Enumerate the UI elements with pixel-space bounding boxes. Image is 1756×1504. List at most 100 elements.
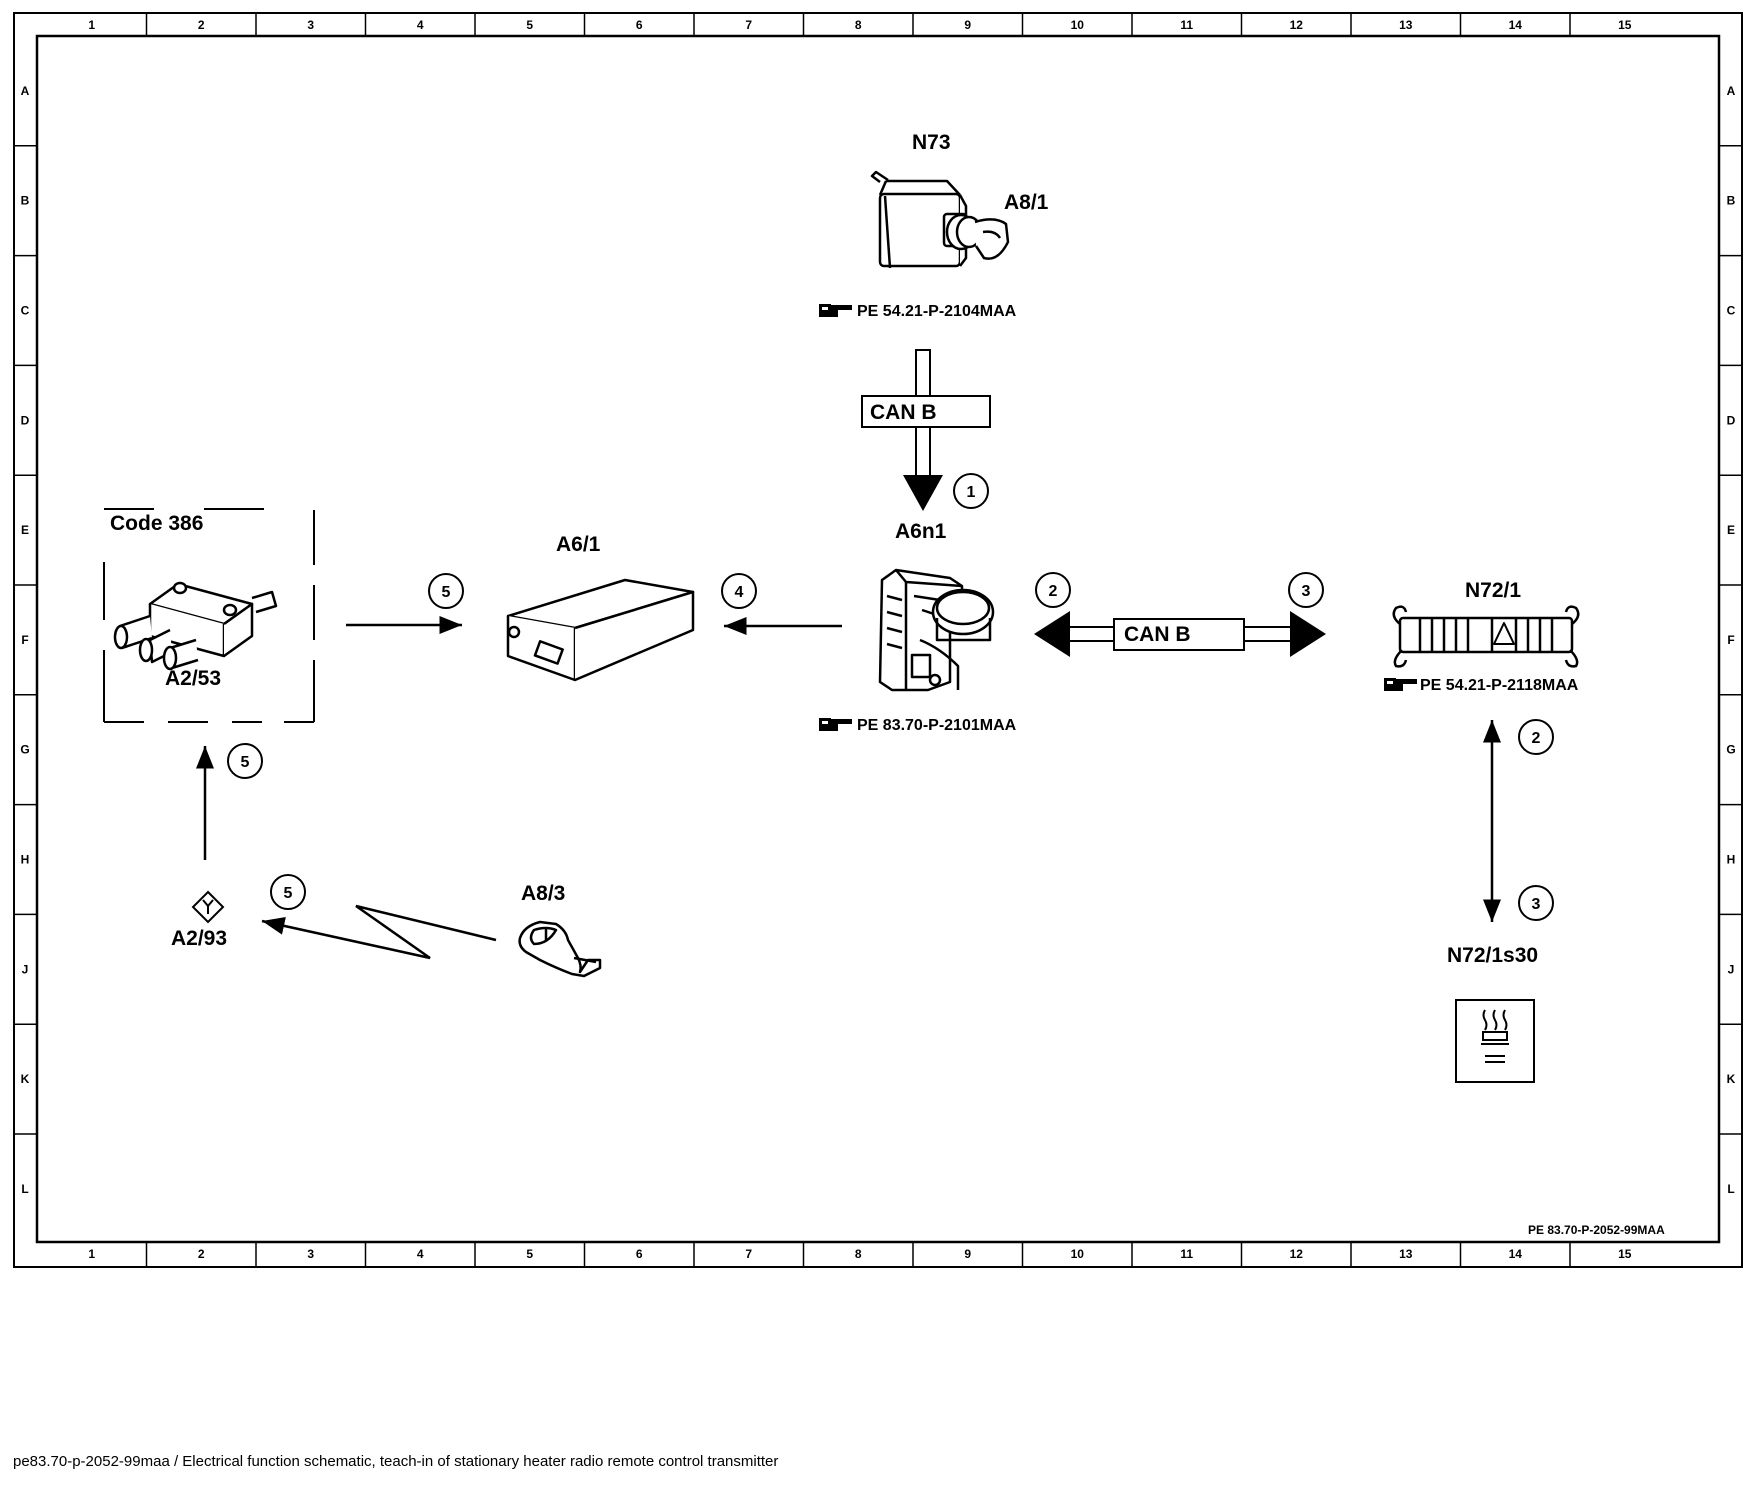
step-3-number-top: 3 — [1302, 583, 1311, 600]
grid-lines — [14, 13, 1742, 1267]
grid-row-label: J — [1728, 962, 1735, 976]
a6n1-label: A6n1 — [895, 520, 947, 543]
stationary-heater-icon — [1481, 1009, 1509, 1063]
step-5-marker-bottom — [270, 874, 306, 910]
step-2-number-right: 2 — [1532, 730, 1541, 747]
step-3-number-right: 3 — [1532, 896, 1541, 913]
grid-column-label: 11 — [1180, 18, 1193, 32]
upper-control-panel-icon — [1392, 605, 1580, 668]
can-bus-arrow-right — [1290, 611, 1326, 657]
step-5-number-left: 5 — [241, 754, 250, 771]
n72-1-label: N72/1 — [1465, 579, 1521, 602]
grid-column-label: 10 — [1071, 18, 1085, 32]
step-2-marker-top — [1035, 572, 1071, 608]
step-5-number-bottom: 5 — [284, 885, 293, 902]
a2-93-label: A2/93 — [171, 927, 227, 950]
grid-row-label: L — [21, 1182, 28, 1196]
receiver-module-icon — [113, 581, 278, 671]
step-4-marker — [721, 573, 757, 609]
reference-hand-icon — [819, 304, 852, 317]
can-bus-arrow-down — [903, 475, 943, 511]
grid-row-label: A — [21, 84, 30, 98]
a8-1-label: A8/1 — [1004, 191, 1049, 214]
a6n1-doc-ref: PE 83.70-P-2101MAA — [857, 717, 1017, 734]
grid-row-label: H — [1727, 853, 1736, 867]
can-b-label-top: CAN B — [870, 401, 937, 424]
grid-column-label: 10 — [1071, 1247, 1085, 1261]
grid-row-label: C — [21, 304, 30, 318]
grid-row-label: E — [21, 523, 29, 537]
grid-column-label: 14 — [1509, 18, 1523, 32]
grid-column-label: 4 — [417, 18, 424, 32]
grid-row-label: G — [20, 743, 29, 757]
radio-link-a8-3-to-a2-93 — [261, 904, 497, 960]
grid-column-label: 7 — [745, 18, 752, 32]
grid-column-label: 12 — [1290, 18, 1304, 32]
grid-row-label: K — [1727, 1072, 1736, 1086]
reference-hand-icon — [1384, 678, 1417, 691]
step-5-marker-left — [227, 743, 263, 779]
heater-unit-icon — [506, 578, 695, 682]
grid-column-label: 9 — [964, 18, 971, 32]
antenna-icon — [191, 890, 225, 924]
grid-row-label: B — [1727, 194, 1736, 208]
grid-column-label: 2 — [198, 1247, 205, 1261]
grid-row-label: J — [22, 962, 29, 976]
grid-row-label: F — [21, 633, 28, 647]
figure-caption: pe83.70-p-2052-99maa / Electrical functi… — [13, 1453, 779, 1470]
a6-1-label: A6/1 — [556, 533, 601, 556]
n73-doc-ref: PE 54.21-P-2104MAA — [857, 303, 1017, 320]
step-3-marker-top — [1288, 572, 1324, 608]
heater-control-unit-icon — [878, 568, 995, 692]
grid-column-label: 5 — [526, 1247, 533, 1261]
ignition-lock-icon — [870, 170, 1010, 269]
a8-3-label: A8/3 — [521, 882, 565, 905]
grid-column-label: 11 — [1180, 1247, 1193, 1261]
grid-column-label: 3 — [307, 18, 314, 32]
grid-column-label: 8 — [855, 1247, 862, 1261]
n72-1s30-label: N72/1s30 — [1447, 944, 1538, 967]
grid-labels: 1122334455667788991010111112121313141415… — [20, 18, 1735, 1261]
step-1-number: 1 — [967, 484, 976, 501]
outer-frame — [13, 12, 1743, 1268]
grid-column-label: 6 — [636, 1247, 643, 1261]
can-b-label-middle: CAN B — [1124, 623, 1191, 646]
grid-column-label: 5 — [526, 18, 533, 32]
grid-row-label: G — [1726, 743, 1735, 757]
grid-column-label: 3 — [307, 1247, 314, 1261]
n72-1-doc-ref: PE 54.21-P-2118MAA — [1420, 677, 1579, 694]
grid-column-label: 12 — [1290, 1247, 1304, 1261]
grid-column-label: 7 — [745, 1247, 752, 1261]
grid-row-label: D — [1727, 413, 1736, 427]
grid-column-label: 13 — [1399, 1247, 1413, 1261]
grid-column-label: 15 — [1618, 1247, 1632, 1261]
remote-control-key-icon — [518, 920, 602, 978]
grid-row-label: C — [1727, 304, 1736, 318]
code-386-label: Code 386 — [110, 512, 203, 535]
step-5-marker-top — [428, 573, 464, 609]
grid-row-label: B — [21, 194, 30, 208]
step-4-number: 4 — [735, 584, 744, 601]
can-b-box-middle — [1113, 618, 1245, 651]
grid-column-label: 6 — [636, 18, 643, 32]
n73-label: N73 — [912, 131, 951, 154]
step-2-marker-right — [1518, 719, 1554, 755]
step-5-number-top: 5 — [442, 584, 451, 601]
step-3-marker-right — [1518, 885, 1554, 921]
grid-column-label: 13 — [1399, 18, 1413, 32]
grid-row-label: H — [21, 853, 30, 867]
grid-column-label: 14 — [1509, 1247, 1523, 1261]
hazard-warning-icon — [1493, 622, 1515, 645]
grid-row-label: E — [1727, 523, 1735, 537]
grid-row-label: L — [1727, 1182, 1734, 1196]
step-1-marker — [953, 473, 989, 509]
grid-column-label: 1 — [88, 18, 95, 32]
grid-row-label: K — [21, 1072, 30, 1086]
can-b-box-top — [861, 395, 991, 428]
drawing-reference: PE 83.70-P-2052-99MAA — [1528, 1223, 1665, 1237]
grid-row-label: F — [1727, 633, 1734, 647]
grid-column-label: 4 — [417, 1247, 424, 1261]
grid-column-label: 15 — [1618, 18, 1632, 32]
grid-column-label: 1 — [88, 1247, 95, 1261]
